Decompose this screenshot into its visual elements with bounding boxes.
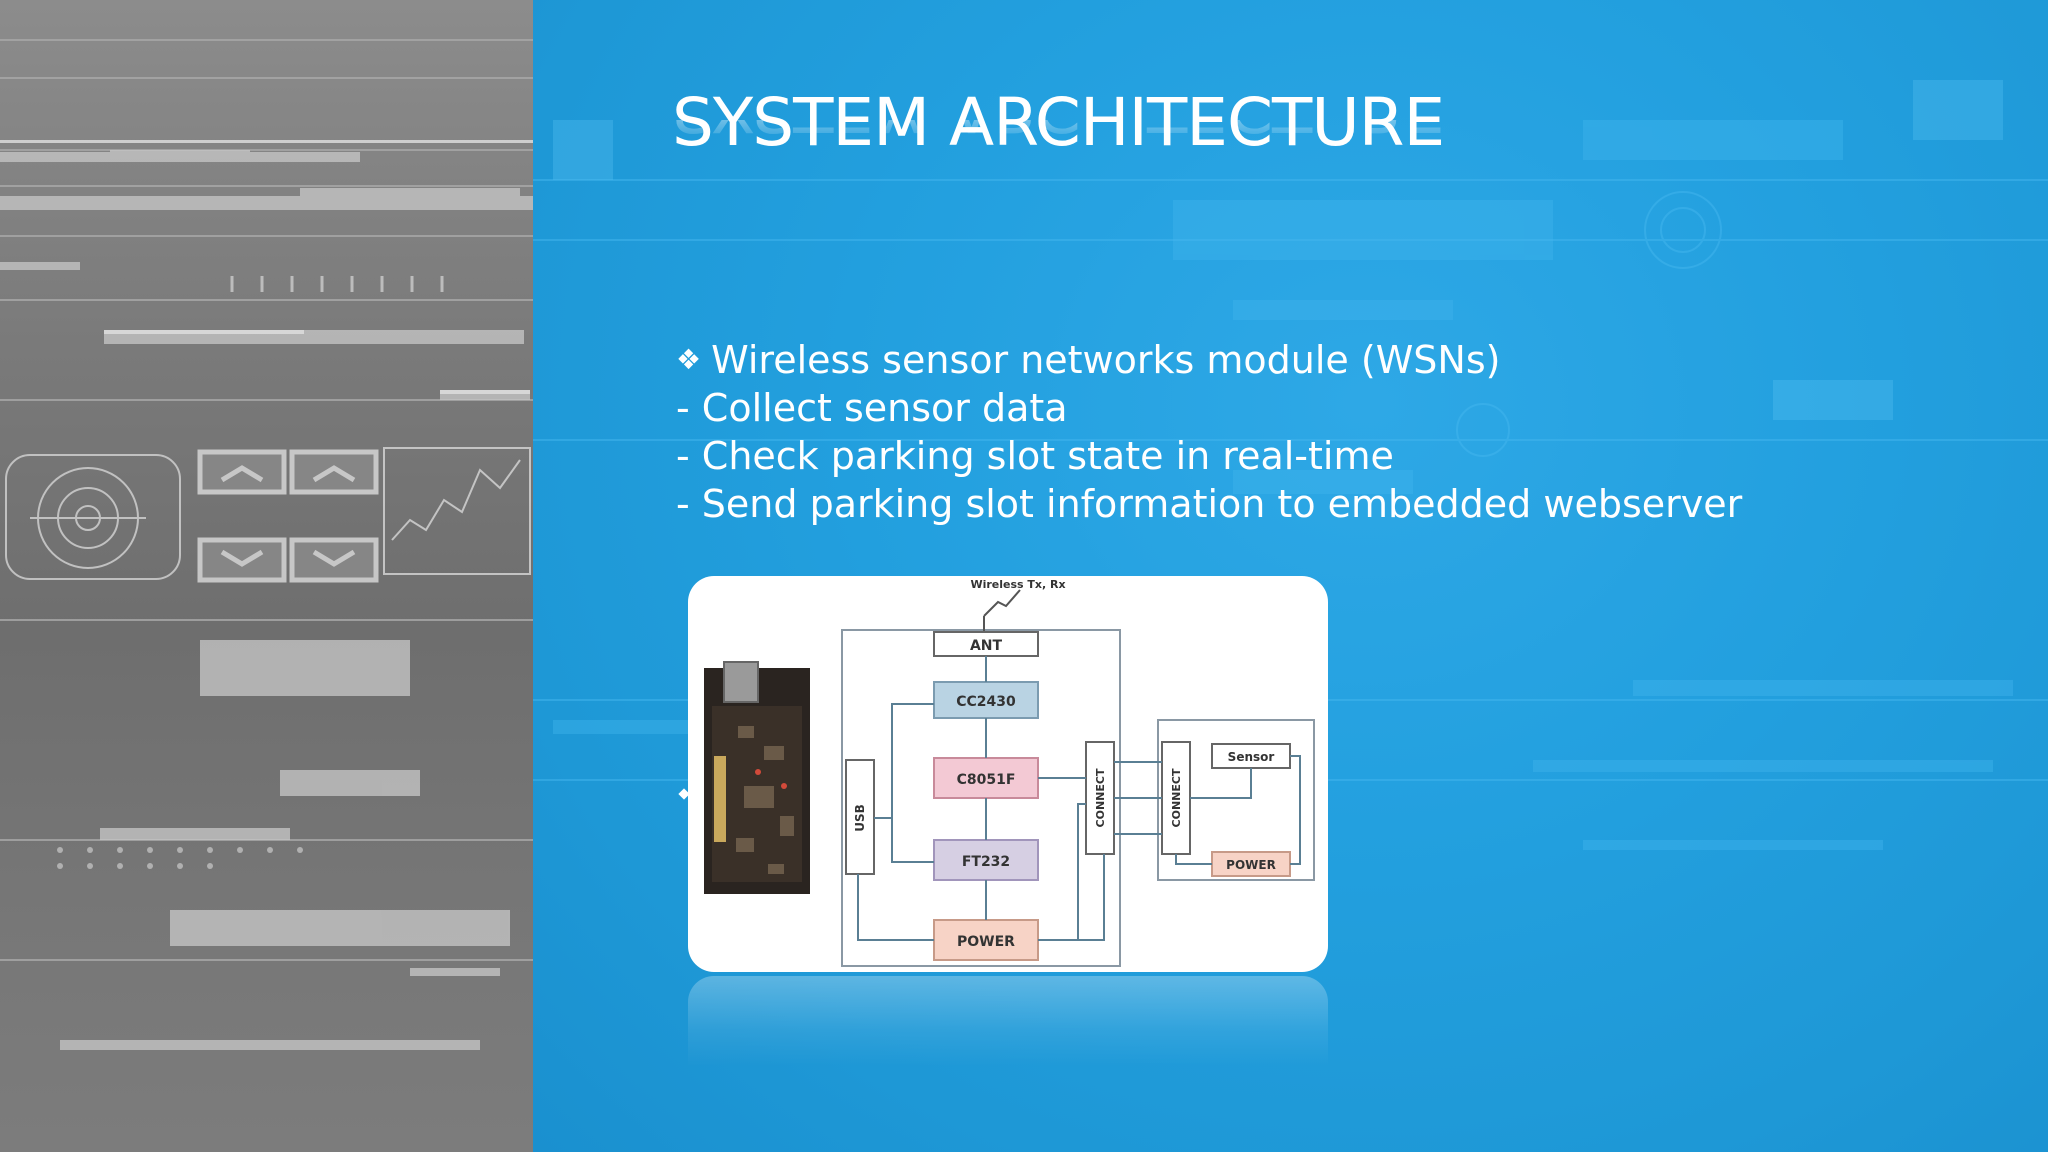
bullet-heading: ❖ Wireless sensor networks module (WSNs): [676, 336, 1976, 384]
block-connect-right-label: CONNECT: [1170, 768, 1183, 827]
tech-ui-decoration: [0, 39, 533, 1050]
block-usb-label: USB: [853, 804, 867, 832]
block-sensor-label: Sensor: [1228, 750, 1275, 764]
block-c8051f-label: C8051F: [957, 772, 1016, 788]
slide-title: SYSTEM ARCHITECTURE: [672, 84, 1445, 161]
block-ant-label: ANT: [970, 638, 1003, 654]
block-ft232-label: FT232: [962, 854, 1010, 870]
slide-title-reflection: SYSTEM ARCHITECTURE: [672, 120, 1444, 146]
bullet-heading-text: Wireless sensor networks module (WSNs): [711, 338, 1501, 382]
architecture-diagram: Wireless Tx, Rx ANT CC2430 C8051F FT232 …: [688, 576, 1328, 972]
bullet-item: - Send parking slot information to embed…: [676, 482, 1743, 526]
diagram-reflection: [688, 976, 1328, 1066]
block-cc2430-label: CC2430: [956, 694, 1016, 710]
sensor-board-photo: [704, 661, 810, 894]
block-power-sensor-label: POWER: [1226, 858, 1276, 872]
antenna-label: Wireless Tx, Rx: [970, 578, 1065, 591]
diamond-bullet-icon: ❖: [676, 343, 702, 376]
bullet-list: ❖Wireless sensor networks module (WSNs) …: [676, 336, 1976, 528]
block-power-main-label: POWER: [957, 934, 1015, 950]
block-connect-left-label: CONNECT: [1094, 768, 1107, 827]
bullet-item: - Collect sensor data: [676, 386, 1068, 430]
background-tech-pattern: [533, 80, 2048, 850]
block-diagram: Wireless Tx, Rx ANT CC2430 C8051F FT232 …: [704, 578, 1315, 967]
bullet-item: - Check parking slot state in real-time: [676, 434, 1394, 478]
left-decorative-panel: [0, 0, 533, 1152]
